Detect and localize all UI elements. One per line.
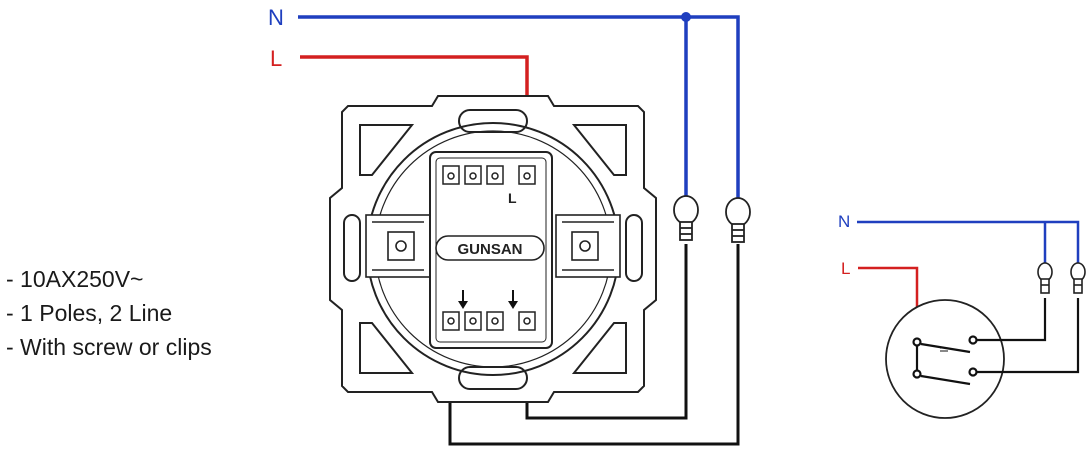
terminal-line-label: L (508, 190, 517, 206)
schematic-neutral-label: N (838, 212, 850, 231)
line-label: L (270, 46, 282, 71)
light-bulb-icon (673, 195, 699, 241)
neutral-junction-dot (681, 12, 691, 22)
spec-rating: - 10AX250V~ (6, 266, 144, 292)
schematic-load-wires (976, 298, 1080, 374)
brand-logo-text: GUNSAN (457, 241, 522, 258)
light-bulb-icon (1037, 262, 1053, 294)
spec-list: - 10AX250V~ - 1 Poles, 2 Line - With scr… (6, 262, 212, 364)
schematic-neutral-wire (857, 220, 1080, 264)
bottom-terminals (442, 311, 536, 331)
double-switch-symbol (912, 335, 978, 386)
neutral-label: N (268, 5, 284, 30)
top-terminals (442, 165, 536, 185)
schematic-line-label: L (841, 259, 850, 278)
schematic-switch-housing (885, 299, 1005, 419)
light-bulb-icon (1070, 262, 1086, 294)
light-bulb-icon (725, 197, 751, 243)
neutral-wire (298, 15, 740, 200)
spec-mounting: - With screw or clips (6, 334, 212, 360)
spec-poles: - 1 Poles, 2 Line (6, 300, 173, 326)
arrow-down-icon (458, 290, 518, 309)
brand-badge: GUNSAN (435, 235, 545, 261)
side-clips (365, 214, 621, 278)
